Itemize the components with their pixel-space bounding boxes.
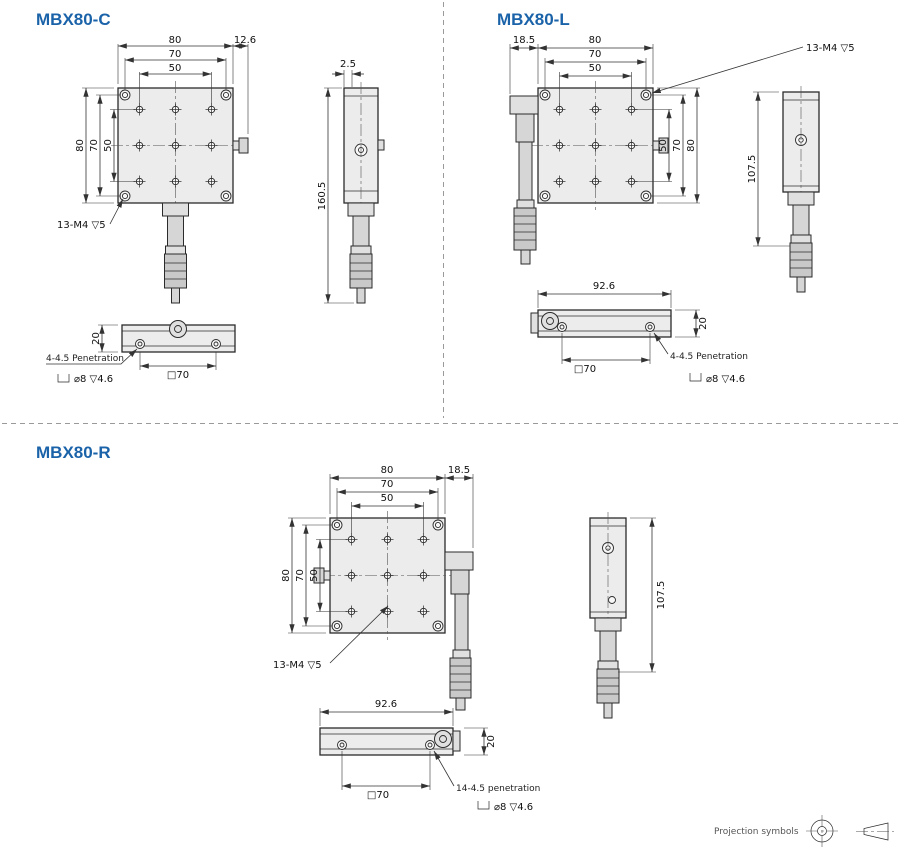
mbx80-c-drawing: MBX80-C 80 12.6 70 50 80 [36, 10, 385, 385]
counterbore-icon [57, 374, 70, 383]
projection-symbol-side-icon [856, 822, 894, 841]
dim-l-side-height: 107.5 [747, 155, 758, 184]
dim-l-bottom-square70: □70 [574, 364, 596, 375]
mbx80-r-bottom-view: 92.6 20 □70 14-4.5 penetration ⌀8 ▽4.6 [319, 699, 540, 813]
mbx80-c-plan-view: 80 12.6 70 50 80 70 50 13-M4 ▽5 [57, 35, 256, 304]
callout-r-taps: 13-M4 ▽5 [273, 660, 322, 671]
dim-c-top-126: 12.6 [234, 35, 256, 46]
counterbore-icon [689, 373, 702, 382]
dim-r-top-185: 18.5 [448, 465, 470, 476]
projection-symbol-front-icon [806, 815, 838, 847]
drawing-title-r: MBX80-R [36, 443, 111, 462]
dim-c-top-80: 80 [169, 35, 182, 46]
dim-r-top-50: 50 [381, 493, 394, 504]
dim-l-top-70: 70 [589, 49, 602, 60]
note-l-counterbore: ⌀8 ▽4.6 [706, 374, 745, 385]
dim-c-left-80: 80 [75, 139, 86, 152]
dim-c-side-25: 2.5 [340, 59, 356, 70]
dim-c-bottom-square70: □70 [167, 370, 189, 381]
callout-c-taps: 13-M4 ▽5 [57, 220, 106, 231]
dim-c-top-50: 50 [169, 63, 182, 74]
dim-r-bottom-20: 20 [486, 735, 497, 748]
dim-r-top-80: 80 [381, 465, 394, 476]
dim-c-left-50: 50 [103, 139, 114, 152]
mbx80-l-side-view: 107.5 [747, 86, 820, 293]
note-l-penetration: 4-4.5 Penetration [670, 352, 748, 362]
note-c-counterbore: ⌀8 ▽4.6 [74, 374, 113, 385]
dim-c-bottom-20: 20 [91, 332, 102, 345]
mbx80-l-drawing: MBX80-L 18.5 80 70 [497, 10, 855, 385]
mbx80-c-bottom-view: 20 4-4.5 Penetration ⌀8 ▽4.6 □70 [46, 320, 236, 385]
mbx80-l-plan-view: 18.5 80 70 50 13-M4 ▽5 50 70 80 [509, 35, 855, 265]
note-c-penetration: 4-4.5 Penetration [46, 354, 124, 364]
dim-c-side-height: 160.5 [317, 182, 328, 211]
dim-l-right-80: 80 [686, 139, 697, 152]
projection-label: Projection symbols [714, 827, 799, 837]
projection-symbols: Projection symbols [714, 815, 894, 847]
drawing-title-l: MBX80-L [497, 10, 570, 29]
mbx80-r-side-view: 107.5 [589, 512, 667, 719]
mbx80-c-side-view: 2.5 160.5 [317, 59, 385, 304]
dim-r-left-50: 50 [309, 569, 320, 582]
drawing-title-c: MBX80-C [36, 10, 111, 29]
dim-r-top-70: 70 [381, 479, 394, 490]
dim-c-left-70: 70 [89, 139, 100, 152]
dim-r-bottom-926: 92.6 [375, 699, 397, 710]
dim-l-top-80: 80 [589, 35, 602, 46]
dim-l-top-50: 50 [589, 63, 602, 74]
mbx80-l-bottom-view: 92.6 20 □70 4-4.5 Penetration ⌀8 ▽4.6 [530, 281, 748, 385]
dim-r-left-70: 70 [295, 569, 306, 582]
dim-l-top-185: 18.5 [513, 35, 535, 46]
dim-c-top-70: 70 [169, 49, 182, 60]
mbx80-r-drawing: MBX80-R 80 18.5 70 [36, 443, 667, 813]
note-r-counterbore: ⌀8 ▽4.6 [494, 802, 533, 813]
dim-l-bottom-926: 92.6 [593, 281, 615, 292]
note-r-penetration: 14-4.5 penetration [456, 784, 540, 794]
dim-r-left-80: 80 [281, 569, 292, 582]
dim-r-side-height: 107.5 [656, 581, 667, 610]
callout-l-taps: 13-M4 ▽5 [806, 43, 855, 54]
dim-l-bottom-20: 20 [698, 317, 709, 330]
dim-r-bottom-square70: □70 [367, 790, 389, 801]
dim-l-right-50: 50 [658, 139, 669, 152]
counterbore-icon [477, 801, 490, 810]
dim-l-right-70: 70 [672, 139, 683, 152]
mbx80-r-plan-view: 80 18.5 70 50 80 70 50 13-M4 ▽5 [273, 465, 474, 711]
